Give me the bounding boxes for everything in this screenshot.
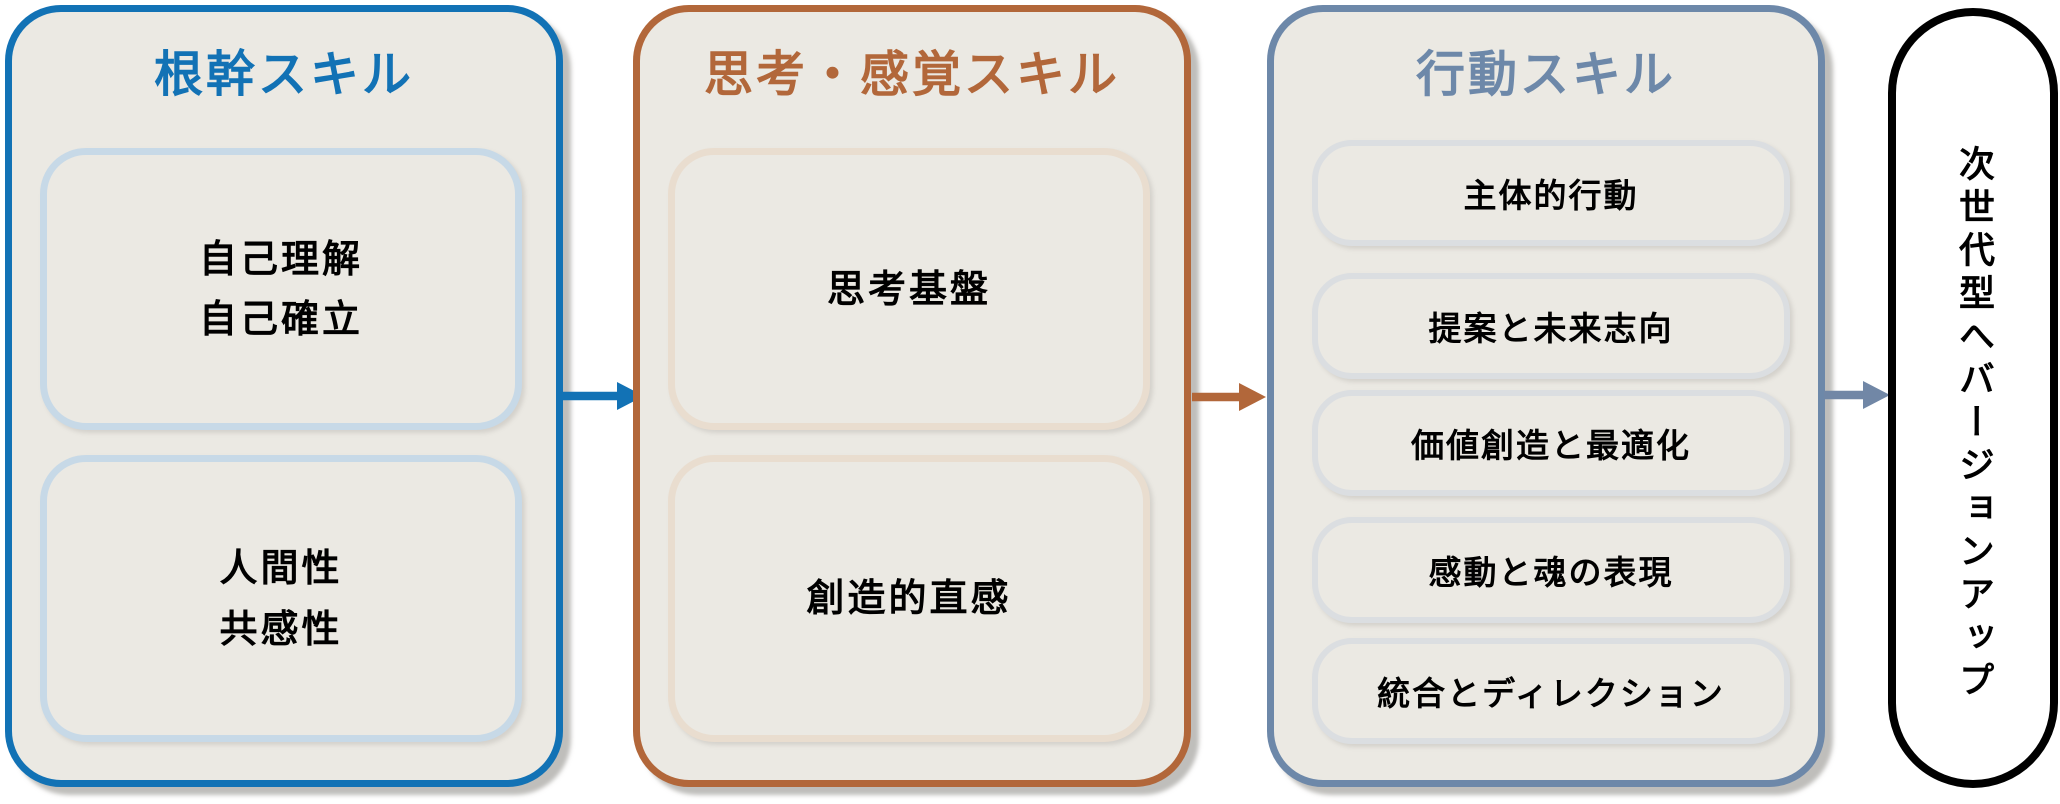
result-label: 次世代型へバージョンアップ xyxy=(1953,144,1994,704)
skill-label: 主体的行動 xyxy=(1463,176,1639,215)
result-pill: 次世代型へバージョンアップ xyxy=(1888,8,2058,788)
panel-core-skills: 根幹スキル 自己理解 自己確立 人間性 共感性 xyxy=(5,5,563,787)
panel-action-skills: 行動スキル 主体的行動 提案と未来志向 価値創造と最適化 感動と魂の表現 統合と… xyxy=(1267,5,1825,787)
skill-label: 思考基盤 xyxy=(826,266,991,311)
skill-label: 自己理解 xyxy=(198,236,363,281)
skill-box-self-understanding: 自己理解 自己確立 xyxy=(40,148,522,430)
skill-box-humanity-empathy: 人間性 共感性 xyxy=(40,455,522,742)
panel-action-skills-title: 行動スキル xyxy=(1415,46,1676,103)
flow-arrow-icon-1 xyxy=(562,382,644,410)
skill-box-thinking-foundation: 思考基盤 xyxy=(668,148,1150,430)
skill-box-value-creation: 価値創造と最適化 xyxy=(1312,390,1790,496)
skill-box-creative-intuition: 創造的直感 xyxy=(668,455,1150,742)
skill-label: 価値創造と最適化 xyxy=(1411,426,1691,465)
flow-arrow-icon-3 xyxy=(1824,381,1890,409)
skill-label: 自己確立 xyxy=(198,297,363,341)
panel-core-skills-title: 根幹スキル xyxy=(153,46,414,103)
panel-thinking-sensing-title: 思考・感覚スキル xyxy=(703,46,1120,103)
skill-label: 統合とディレクション xyxy=(1377,674,1725,713)
skill-label: 創造的直感 xyxy=(806,576,1012,621)
skill-box-proposal-future: 提案と未来志向 xyxy=(1312,273,1790,379)
skill-label: 提案と未来志向 xyxy=(1428,309,1674,348)
skill-label: 人間性 xyxy=(219,546,343,591)
skill-box-proactive-action: 主体的行動 xyxy=(1312,140,1790,246)
skill-box-soul-expression: 感動と魂の表現 xyxy=(1312,517,1790,623)
skill-label: 感動と魂の表現 xyxy=(1428,553,1674,592)
skill-label: 共感性 xyxy=(219,606,343,651)
flow-arrow-icon-2 xyxy=(1192,383,1266,411)
skill-box-integration-direction: 統合とディレクション xyxy=(1312,638,1790,744)
panel-thinking-sensing-skills: 思考・感覚スキル 思考基盤 創造的直感 xyxy=(633,5,1191,787)
